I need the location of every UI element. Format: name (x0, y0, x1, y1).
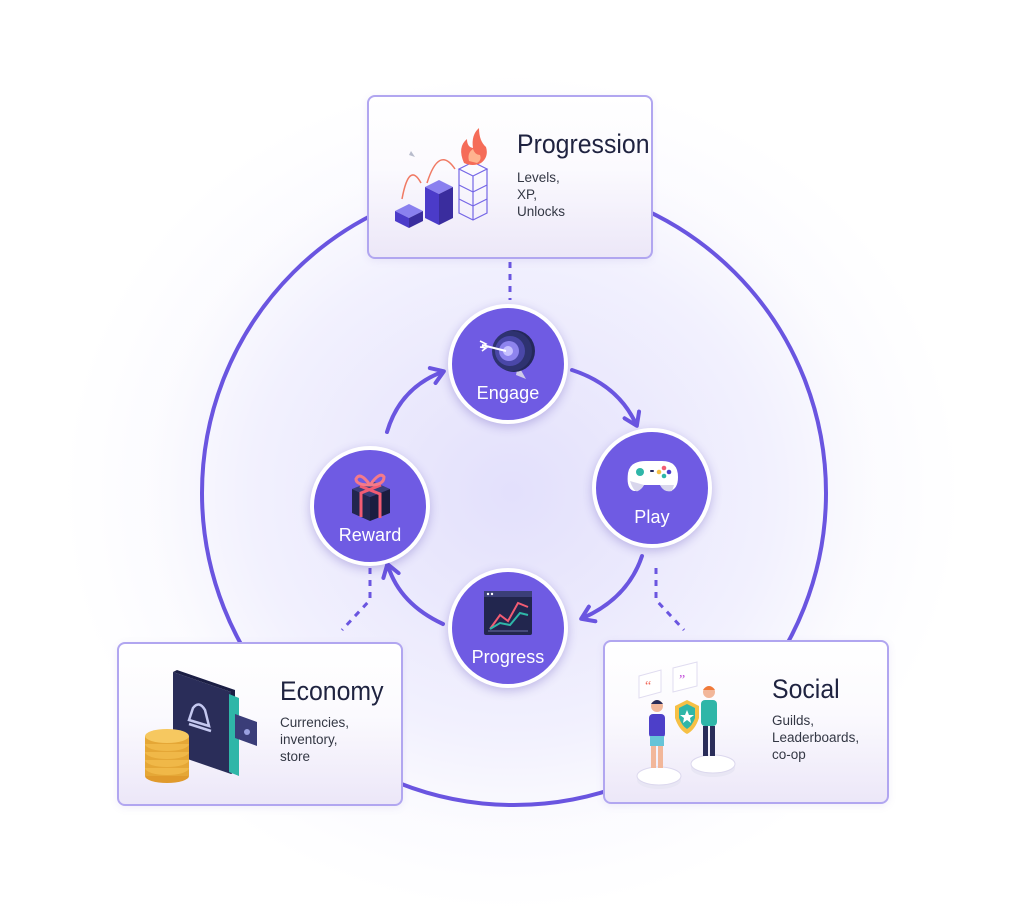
economy-title: Economy (280, 676, 384, 706)
arrow-reward-to-engage (385, 366, 446, 434)
play-node: Play (592, 428, 712, 548)
social-desc: Guilds, Leaderboards, co-op (772, 713, 860, 762)
arrow-play-to-progress (579, 554, 644, 624)
gamepad-icon (627, 461, 678, 492)
gift-icon (352, 473, 390, 521)
reward-label: Reward (338, 525, 402, 545)
progression-card: Progression Levels, XP, Unlocks (367, 95, 653, 259)
progression-desc: Levels, XP, Unlocks (517, 170, 566, 219)
svg-text:“: “ (645, 679, 651, 694)
engage-node: Engage (448, 304, 568, 424)
economy-card: Economy Currencies, inventory, store (117, 642, 403, 806)
chart-icon (484, 591, 532, 635)
svg-text:”: ” (679, 673, 685, 688)
social-title: Social (772, 674, 840, 704)
arrow-progress-to-reward (381, 562, 445, 626)
economy-desc: Currencies, inventory, store (280, 715, 350, 764)
people-icon: “ ” (636, 661, 736, 789)
reward-node: Reward (310, 446, 430, 566)
social-card: “ ” Social Guilds, Leaderboards, co-op (603, 640, 889, 804)
connector-economy (340, 568, 372, 632)
progress-node: Progress (448, 568, 568, 688)
engage-label: Engage (476, 383, 540, 403)
play-label: Play (634, 507, 670, 527)
level-blocks-icon (395, 128, 489, 228)
connector-social (654, 568, 686, 632)
progression-title: Progression (517, 129, 650, 159)
arrow-engage-to-play (570, 368, 642, 428)
progress-label: Progress (471, 647, 545, 667)
target-icon (479, 330, 535, 379)
wallet-icon (145, 670, 257, 783)
